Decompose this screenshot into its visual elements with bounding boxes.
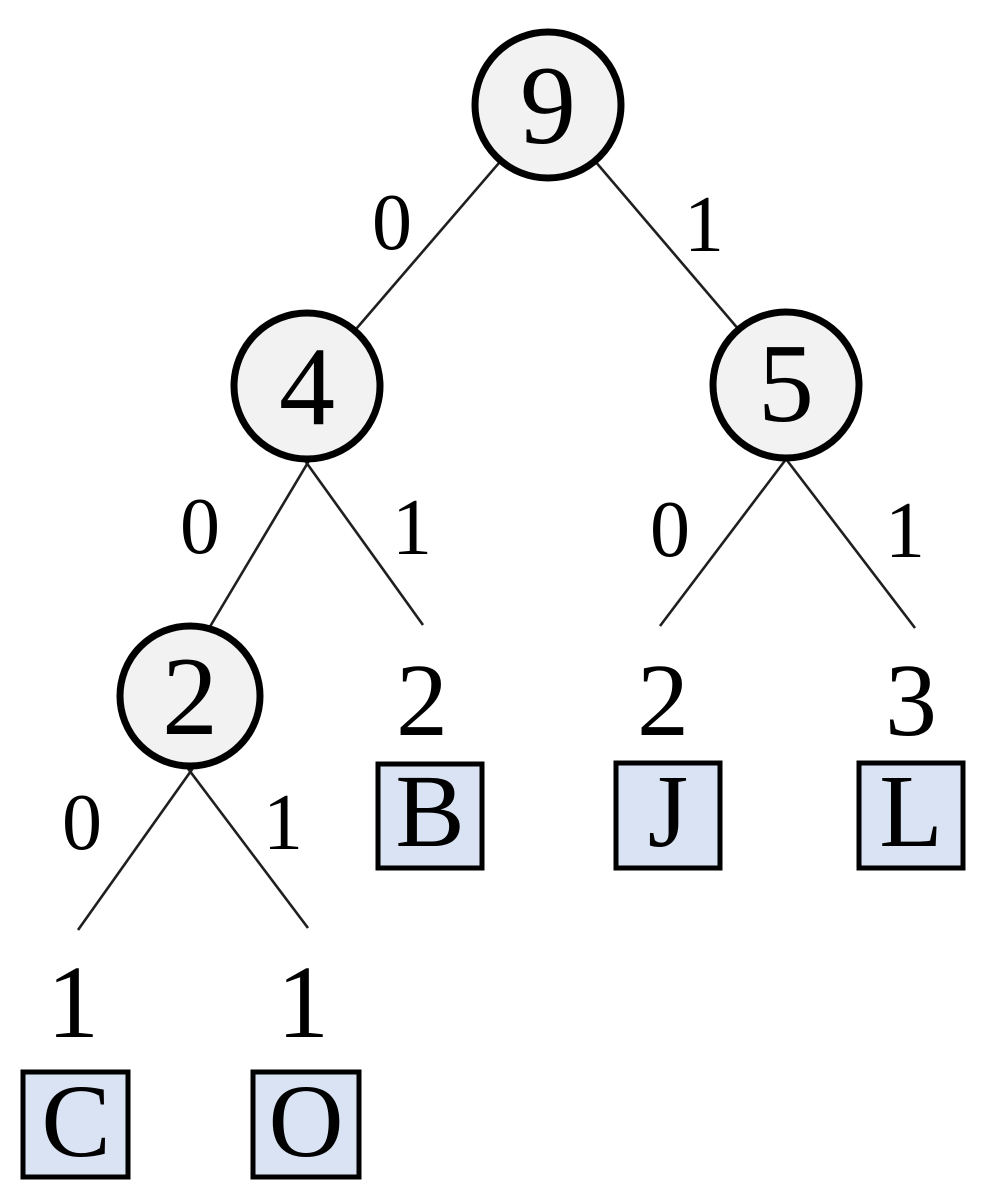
edge-node5-left bbox=[658, 441, 801, 627]
node-left-circle bbox=[230, 309, 384, 463]
leaf-o: 1 O bbox=[250, 945, 362, 1180]
leaf-c: 1 C bbox=[20, 945, 131, 1180]
leaves: 2 B 2 J 3 L 1 C 1 O bbox=[20, 643, 966, 1180]
leaf-c-letter: C bbox=[41, 1064, 110, 1179]
leaf-o-letter: O bbox=[268, 1064, 343, 1179]
edge-label-node4-right: 1 bbox=[392, 484, 432, 572]
leaf-o-frequency: 1 bbox=[277, 945, 329, 1060]
leaf-j-frequency: 2 bbox=[637, 643, 689, 758]
node-root: 9 bbox=[471, 28, 625, 182]
edge-node5-right bbox=[771, 441, 917, 629]
leaf-b-box bbox=[375, 761, 485, 871]
node-root-value: 9 bbox=[520, 44, 576, 168]
edge-node2-right bbox=[175, 753, 310, 929]
leaf-o-box bbox=[250, 1069, 362, 1180]
edge-labels: 0 1 0 1 0 1 0 1 bbox=[62, 179, 925, 867]
leaf-c-frequency: 1 bbox=[47, 945, 99, 1060]
node-root-circle bbox=[471, 28, 625, 182]
leaf-j-letter: J bbox=[648, 754, 688, 869]
leaf-l: 3 L bbox=[856, 643, 966, 871]
edge-node4-right bbox=[291, 443, 425, 626]
node-left-left-circle bbox=[116, 622, 264, 770]
node-left-value: 4 bbox=[279, 325, 335, 449]
leaf-j: 2 J bbox=[613, 643, 723, 871]
node-left-left: 2 bbox=[116, 622, 264, 770]
node-left-left-value: 2 bbox=[162, 635, 218, 759]
internal-nodes: 9 4 5 2 bbox=[116, 28, 863, 770]
leaf-c-box bbox=[20, 1069, 131, 1180]
edge-label-node5-left: 0 bbox=[650, 486, 690, 574]
edge-label-root-left: 0 bbox=[372, 179, 412, 267]
leaf-b: 2 B bbox=[375, 643, 485, 871]
edge-label-root-right: 1 bbox=[684, 181, 724, 269]
leaf-b-letter: B bbox=[395, 754, 464, 869]
leaf-l-box bbox=[856, 760, 966, 871]
leaf-j-box bbox=[613, 760, 723, 871]
edge-node4-left bbox=[203, 443, 321, 636]
node-right-value: 5 bbox=[758, 322, 814, 446]
node-right: 5 bbox=[709, 308, 863, 462]
node-left: 4 bbox=[230, 309, 384, 463]
edge-label-node2-right: 1 bbox=[263, 779, 303, 867]
edge-node2-left bbox=[76, 753, 205, 931]
leaf-l-letter: L bbox=[879, 754, 943, 869]
edge-label-node4-left: 0 bbox=[180, 483, 220, 571]
leaf-l-frequency: 3 bbox=[885, 643, 937, 758]
node-right-circle bbox=[709, 308, 863, 462]
leaf-b-frequency: 2 bbox=[396, 643, 448, 758]
edge-label-node2-left: 0 bbox=[62, 779, 102, 867]
edge-label-node5-right: 1 bbox=[885, 487, 925, 575]
